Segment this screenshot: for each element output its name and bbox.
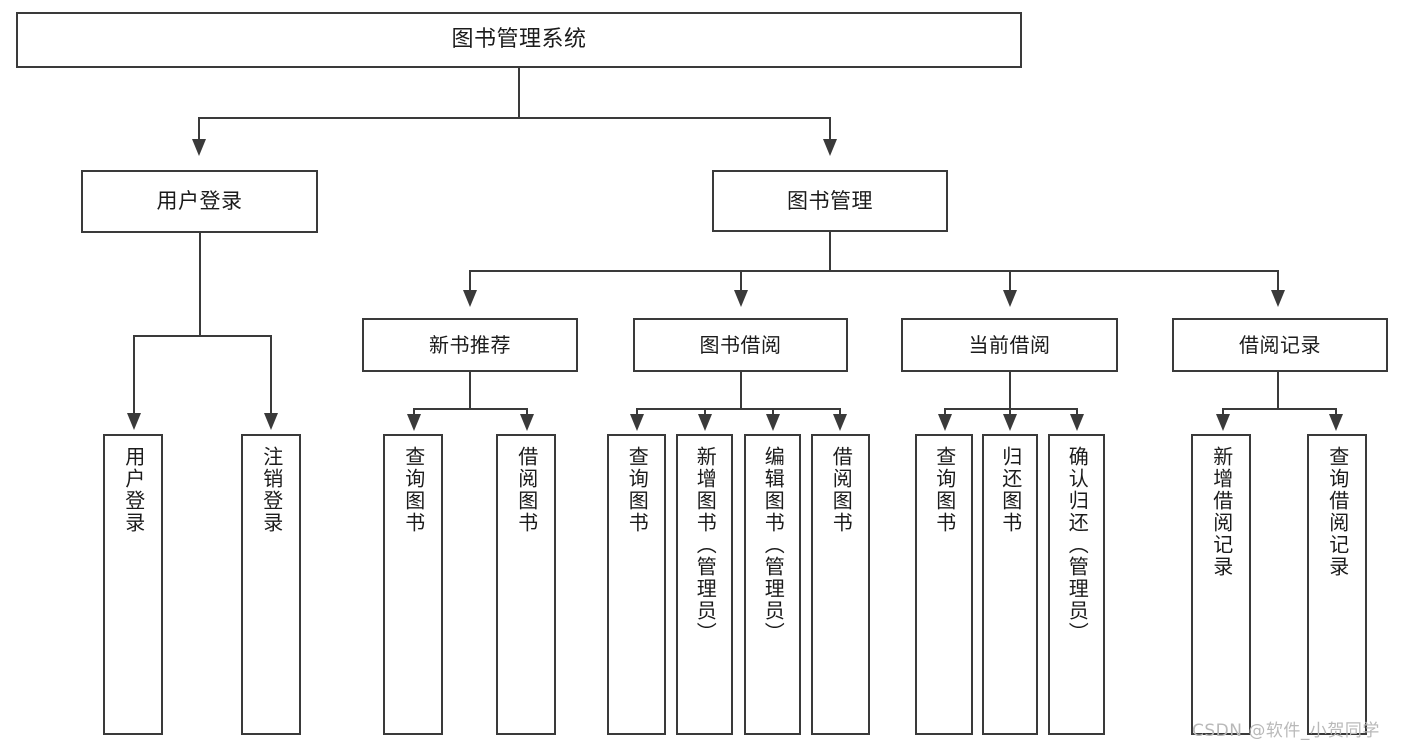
node-leaf-borrow-book-1[interactable]: 借阅图书 xyxy=(496,434,556,735)
connector-nbr-drop-1 xyxy=(413,408,415,416)
arrow-to-leaf-borrow-book-1 xyxy=(520,414,534,431)
node-label: 归还图书 xyxy=(998,446,1023,534)
connector-user-login-drop-2 xyxy=(270,335,272,415)
arrow-to-leaf-borrow-book-2 xyxy=(833,414,847,431)
node-leaf-query-borrow-record[interactable]: 查询借阅记录 xyxy=(1307,434,1367,735)
connector-cb-stem xyxy=(1009,372,1011,408)
arrow-to-leaf-query-book-2 xyxy=(630,414,644,431)
connector-bm-drop-4 xyxy=(1277,270,1279,292)
node-label: 确认归还（管理员） xyxy=(1065,446,1090,644)
arrow-to-leaf-confirm-return xyxy=(1070,414,1084,431)
node-label: 新书推荐 xyxy=(429,332,511,357)
connector-bb-drop-3 xyxy=(772,408,774,416)
node-leaf-add-borrow-record[interactable]: 新增借阅记录 xyxy=(1191,434,1251,735)
connector-root-bus xyxy=(198,117,831,119)
node-leaf-edit-book[interactable]: 编辑图书（管理员） xyxy=(744,434,801,735)
arrow-to-leaf-query-book-1 xyxy=(407,414,421,431)
node-leaf-return-book[interactable]: 归还图书 xyxy=(982,434,1038,735)
arrow-to-book-management xyxy=(823,139,837,156)
arrow-to-current-borrow xyxy=(1003,290,1017,307)
node-current-borrow[interactable]: 当前借阅 xyxy=(901,318,1118,372)
connector-bb-bus xyxy=(636,408,840,410)
arrow-to-leaf-query-borrow-record xyxy=(1329,414,1343,431)
connector-bm-drop-1 xyxy=(469,270,471,292)
arrow-to-leaf-return-book xyxy=(1003,414,1017,431)
node-label: 注销登录 xyxy=(259,446,284,534)
node-label: 图书管理系统 xyxy=(451,27,587,53)
connector-nbr-stem xyxy=(469,372,471,408)
node-leaf-query-book-1[interactable]: 查询图书 xyxy=(383,434,443,735)
connector-br-drop-2 xyxy=(1335,408,1337,416)
connector-user-login-drop-1 xyxy=(133,335,135,415)
connector-bb-drop-1 xyxy=(636,408,638,416)
node-leaf-query-book-3[interactable]: 查询图书 xyxy=(915,434,973,735)
node-leaf-user-login[interactable]: 用户登录 xyxy=(103,434,163,735)
node-leaf-logout-login[interactable]: 注销登录 xyxy=(241,434,301,735)
node-label: 用户登录 xyxy=(121,446,146,534)
node-label: 查询图书 xyxy=(401,446,426,534)
connector-book-management-bus xyxy=(469,270,1278,272)
connector-nbr-drop-2 xyxy=(526,408,528,416)
connector-user-login-bus xyxy=(133,335,272,337)
connector-book-management-stem xyxy=(829,232,831,270)
node-book-borrow[interactable]: 图书借阅 xyxy=(633,318,848,372)
connector-bm-drop-2 xyxy=(740,270,742,292)
connector-root-drop-left xyxy=(198,117,200,141)
node-borrow-record[interactable]: 借阅记录 xyxy=(1172,318,1388,372)
connector-bb-drop-2 xyxy=(704,408,706,416)
node-label: 查询借阅记录 xyxy=(1325,446,1350,578)
node-label: 新增借阅记录 xyxy=(1209,446,1234,578)
connector-cb-drop-3 xyxy=(1076,408,1078,416)
node-root-system[interactable]: 图书管理系统 xyxy=(16,12,1022,68)
connector-bb-stem xyxy=(740,372,742,408)
connector-br-bus xyxy=(1222,408,1337,410)
node-new-book-recommend[interactable]: 新书推荐 xyxy=(362,318,578,372)
node-label: 借阅记录 xyxy=(1239,332,1321,357)
node-label: 查询图书 xyxy=(625,446,650,534)
node-leaf-add-book[interactable]: 新增图书（管理员） xyxy=(676,434,733,735)
node-label: 编辑图书（管理员） xyxy=(761,446,786,644)
connector-br-stem xyxy=(1277,372,1279,408)
node-leaf-borrow-book-2[interactable]: 借阅图书 xyxy=(811,434,870,735)
connector-nbr-bus xyxy=(413,408,528,410)
node-label: 借阅图书 xyxy=(514,446,539,534)
node-leaf-confirm-return[interactable]: 确认归还（管理员） xyxy=(1048,434,1105,735)
connector-br-drop-1 xyxy=(1222,408,1224,416)
arrow-to-leaf-edit-book xyxy=(766,414,780,431)
connector-cb-drop-1 xyxy=(944,408,946,416)
connector-root-stem xyxy=(518,68,520,117)
node-leaf-query-book-2[interactable]: 查询图书 xyxy=(607,434,666,735)
connector-cb-drop-2 xyxy=(1009,408,1011,416)
arrow-to-leaf-query-book-3 xyxy=(938,414,952,431)
arrow-to-user-login xyxy=(192,139,206,156)
arrow-to-borrow-record xyxy=(1271,290,1285,307)
node-label: 查询图书 xyxy=(932,446,957,534)
arrow-to-new-book-recommend xyxy=(463,290,477,307)
connector-bb-drop-4 xyxy=(839,408,841,416)
connector-bm-drop-3 xyxy=(1009,270,1011,292)
node-label: 图书管理 xyxy=(787,188,873,213)
arrow-to-book-borrow xyxy=(734,290,748,307)
node-label: 图书借阅 xyxy=(699,332,782,357)
arrow-to-leaf-logout-login xyxy=(264,413,278,430)
node-user-login[interactable]: 用户登录 xyxy=(81,170,318,233)
node-label: 借阅图书 xyxy=(829,446,854,534)
arrow-to-leaf-user-login xyxy=(127,413,141,430)
arrow-to-leaf-add-book xyxy=(698,414,712,431)
connector-user-login-stem xyxy=(199,233,201,335)
connector-root-drop-right xyxy=(829,117,831,141)
node-label: 新增图书（管理员） xyxy=(693,446,718,644)
node-label: 当前借阅 xyxy=(968,332,1051,357)
node-label: 用户登录 xyxy=(156,189,243,214)
node-book-management[interactable]: 图书管理 xyxy=(712,170,948,232)
arrow-to-leaf-add-borrow-record xyxy=(1216,414,1230,431)
